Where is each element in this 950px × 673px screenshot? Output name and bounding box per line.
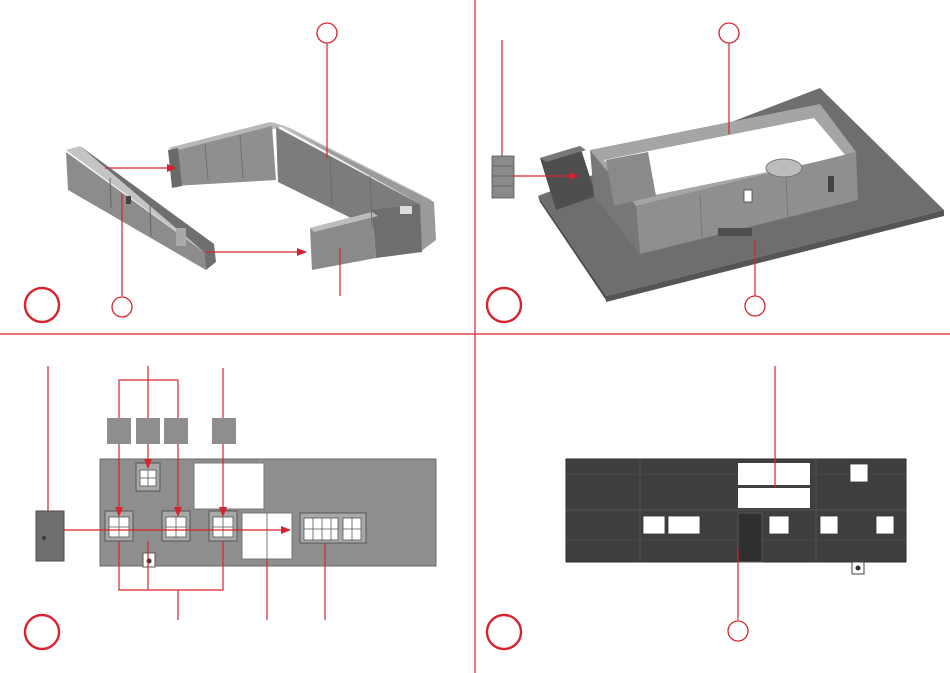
part-callout-circle: [112, 297, 132, 317]
step-number-circle: [487, 288, 521, 322]
panel-2: [487, 23, 944, 322]
loose-door-part: [36, 511, 64, 561]
step-number-circle: [25, 615, 59, 649]
window-insert: [162, 511, 190, 541]
panel-3: [25, 366, 436, 649]
building-base-model: [538, 88, 944, 302]
panel-1: [25, 23, 436, 322]
glazing-pad: [212, 418, 236, 444]
step-number-circle: [487, 615, 521, 649]
glazing-pad: [107, 418, 131, 444]
part-callout-circle: [728, 621, 748, 641]
loose-wall-piece: [492, 156, 514, 198]
glazing-pad: [136, 418, 160, 444]
step-number-circle: [25, 288, 59, 322]
part-callout-circle: [719, 23, 739, 43]
glazing-pad: [164, 418, 188, 444]
panel-4: [487, 366, 906, 649]
window-strip: [300, 513, 366, 543]
part-callout-circle: [745, 296, 765, 316]
part-callout-circle: [317, 23, 337, 43]
